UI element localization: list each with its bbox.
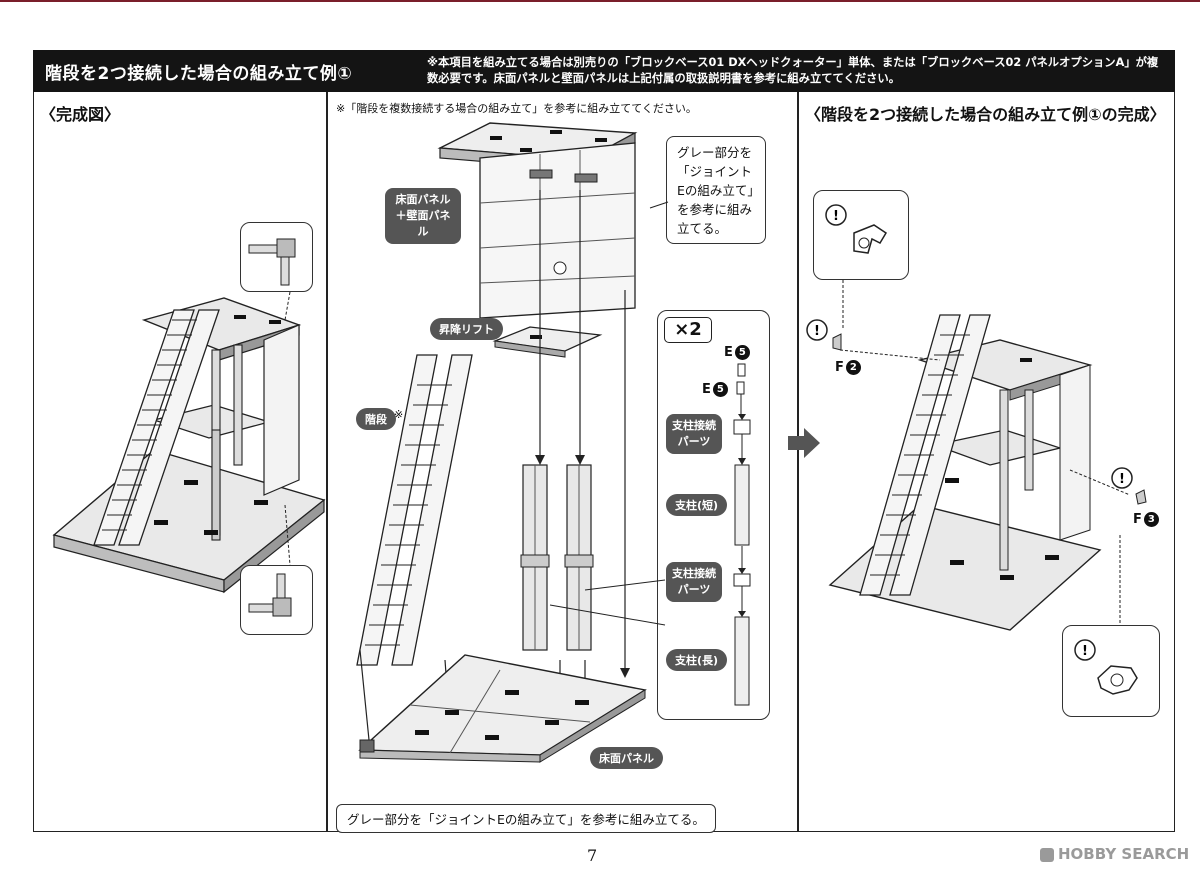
watermark: HOBBY SEARCH <box>1040 845 1189 863</box>
svg-text:!: ! <box>814 324 820 339</box>
label-post-long: 支柱(長) <box>666 649 728 671</box>
svg-text:!: ! <box>1082 644 1088 659</box>
column-divider-2 <box>797 92 799 832</box>
lift-illustration <box>492 326 603 358</box>
bottom-assembly-note: グレー部分を「ジョイントEの組み立て」を参考に組み立てる。 <box>336 804 716 833</box>
number-2-icon: 2 <box>845 360 861 375</box>
stairs-illustration <box>356 354 473 666</box>
completed-example-title: 〈階段を2つ接続した場合の組み立て例①の完成〉 <box>805 105 1166 124</box>
multiplier-badge: ×2 <box>664 317 712 343</box>
caution-icon: ! <box>806 319 842 351</box>
label-post-short: 支柱(短) <box>666 494 728 516</box>
completed-example-illustration <box>828 314 1131 631</box>
label-post-connector-2: 支柱接続パーツ <box>666 562 722 602</box>
floor-panel-illustration <box>358 654 647 763</box>
number-3-icon: 3 <box>1143 512 1159 527</box>
number-5-icon: 5 <box>734 345 750 360</box>
svg-text:!: ! <box>833 209 839 224</box>
column-divider-1 <box>326 92 328 832</box>
number-5-icon: 5 <box>712 382 728 397</box>
label-post-connector-1: 支柱接続パーツ <box>666 414 722 454</box>
gray-part-callout: グレー部分を「ジョイントEの組み立て」を参考に組み立てる。 <box>666 136 766 244</box>
label-lift: 昇降リフト <box>430 318 503 340</box>
assembly-reference-note: ※「階段を複数接続する場合の組み立て」を参考に組み立ててください。 <box>336 102 697 115</box>
assembly-guide-lines <box>359 190 630 751</box>
completed-diagram-title: 〈完成図〉 <box>40 105 121 124</box>
svg-text:!: ! <box>1119 472 1125 487</box>
connector-leader-lines <box>549 579 666 626</box>
detail-callout-top <box>240 222 313 292</box>
caution-detail-top: ! <box>813 190 909 280</box>
hobby-search-logo-icon <box>1040 847 1054 862</box>
floor-wall-panel-illustration <box>437 122 638 319</box>
section-header: 階段を2つ接続した場合の組み立て例① ※本項目を組み立てる場合は別売りの「ブロッ… <box>33 50 1175 92</box>
parts-exploded-view <box>733 363 751 706</box>
label-floor-panel: 床面パネル <box>590 747 663 769</box>
section-title: 階段を2つ接続した場合の組み立て例① <box>45 64 353 84</box>
top-border <box>0 0 1200 2</box>
section-note: ※本項目を組み立てる場合は別売りの「ブロックベース01 DXヘッドクォーター」単… <box>427 56 1159 85</box>
caution-detail-bottom: ! <box>1062 625 1160 717</box>
posts-illustration <box>520 464 594 651</box>
label-stairs: 階段 <box>356 408 396 430</box>
next-step-arrow-icon <box>788 428 820 458</box>
completed-model-illustration <box>52 297 326 594</box>
caution-icon: ! <box>1111 467 1147 505</box>
label-floor-wall-panel: 床面パネル＋壁面パネル <box>385 188 461 244</box>
page-number: 7 <box>587 846 598 865</box>
detail-callout-bottom <box>240 565 313 635</box>
stairs-note-mark: ※ <box>394 408 404 421</box>
